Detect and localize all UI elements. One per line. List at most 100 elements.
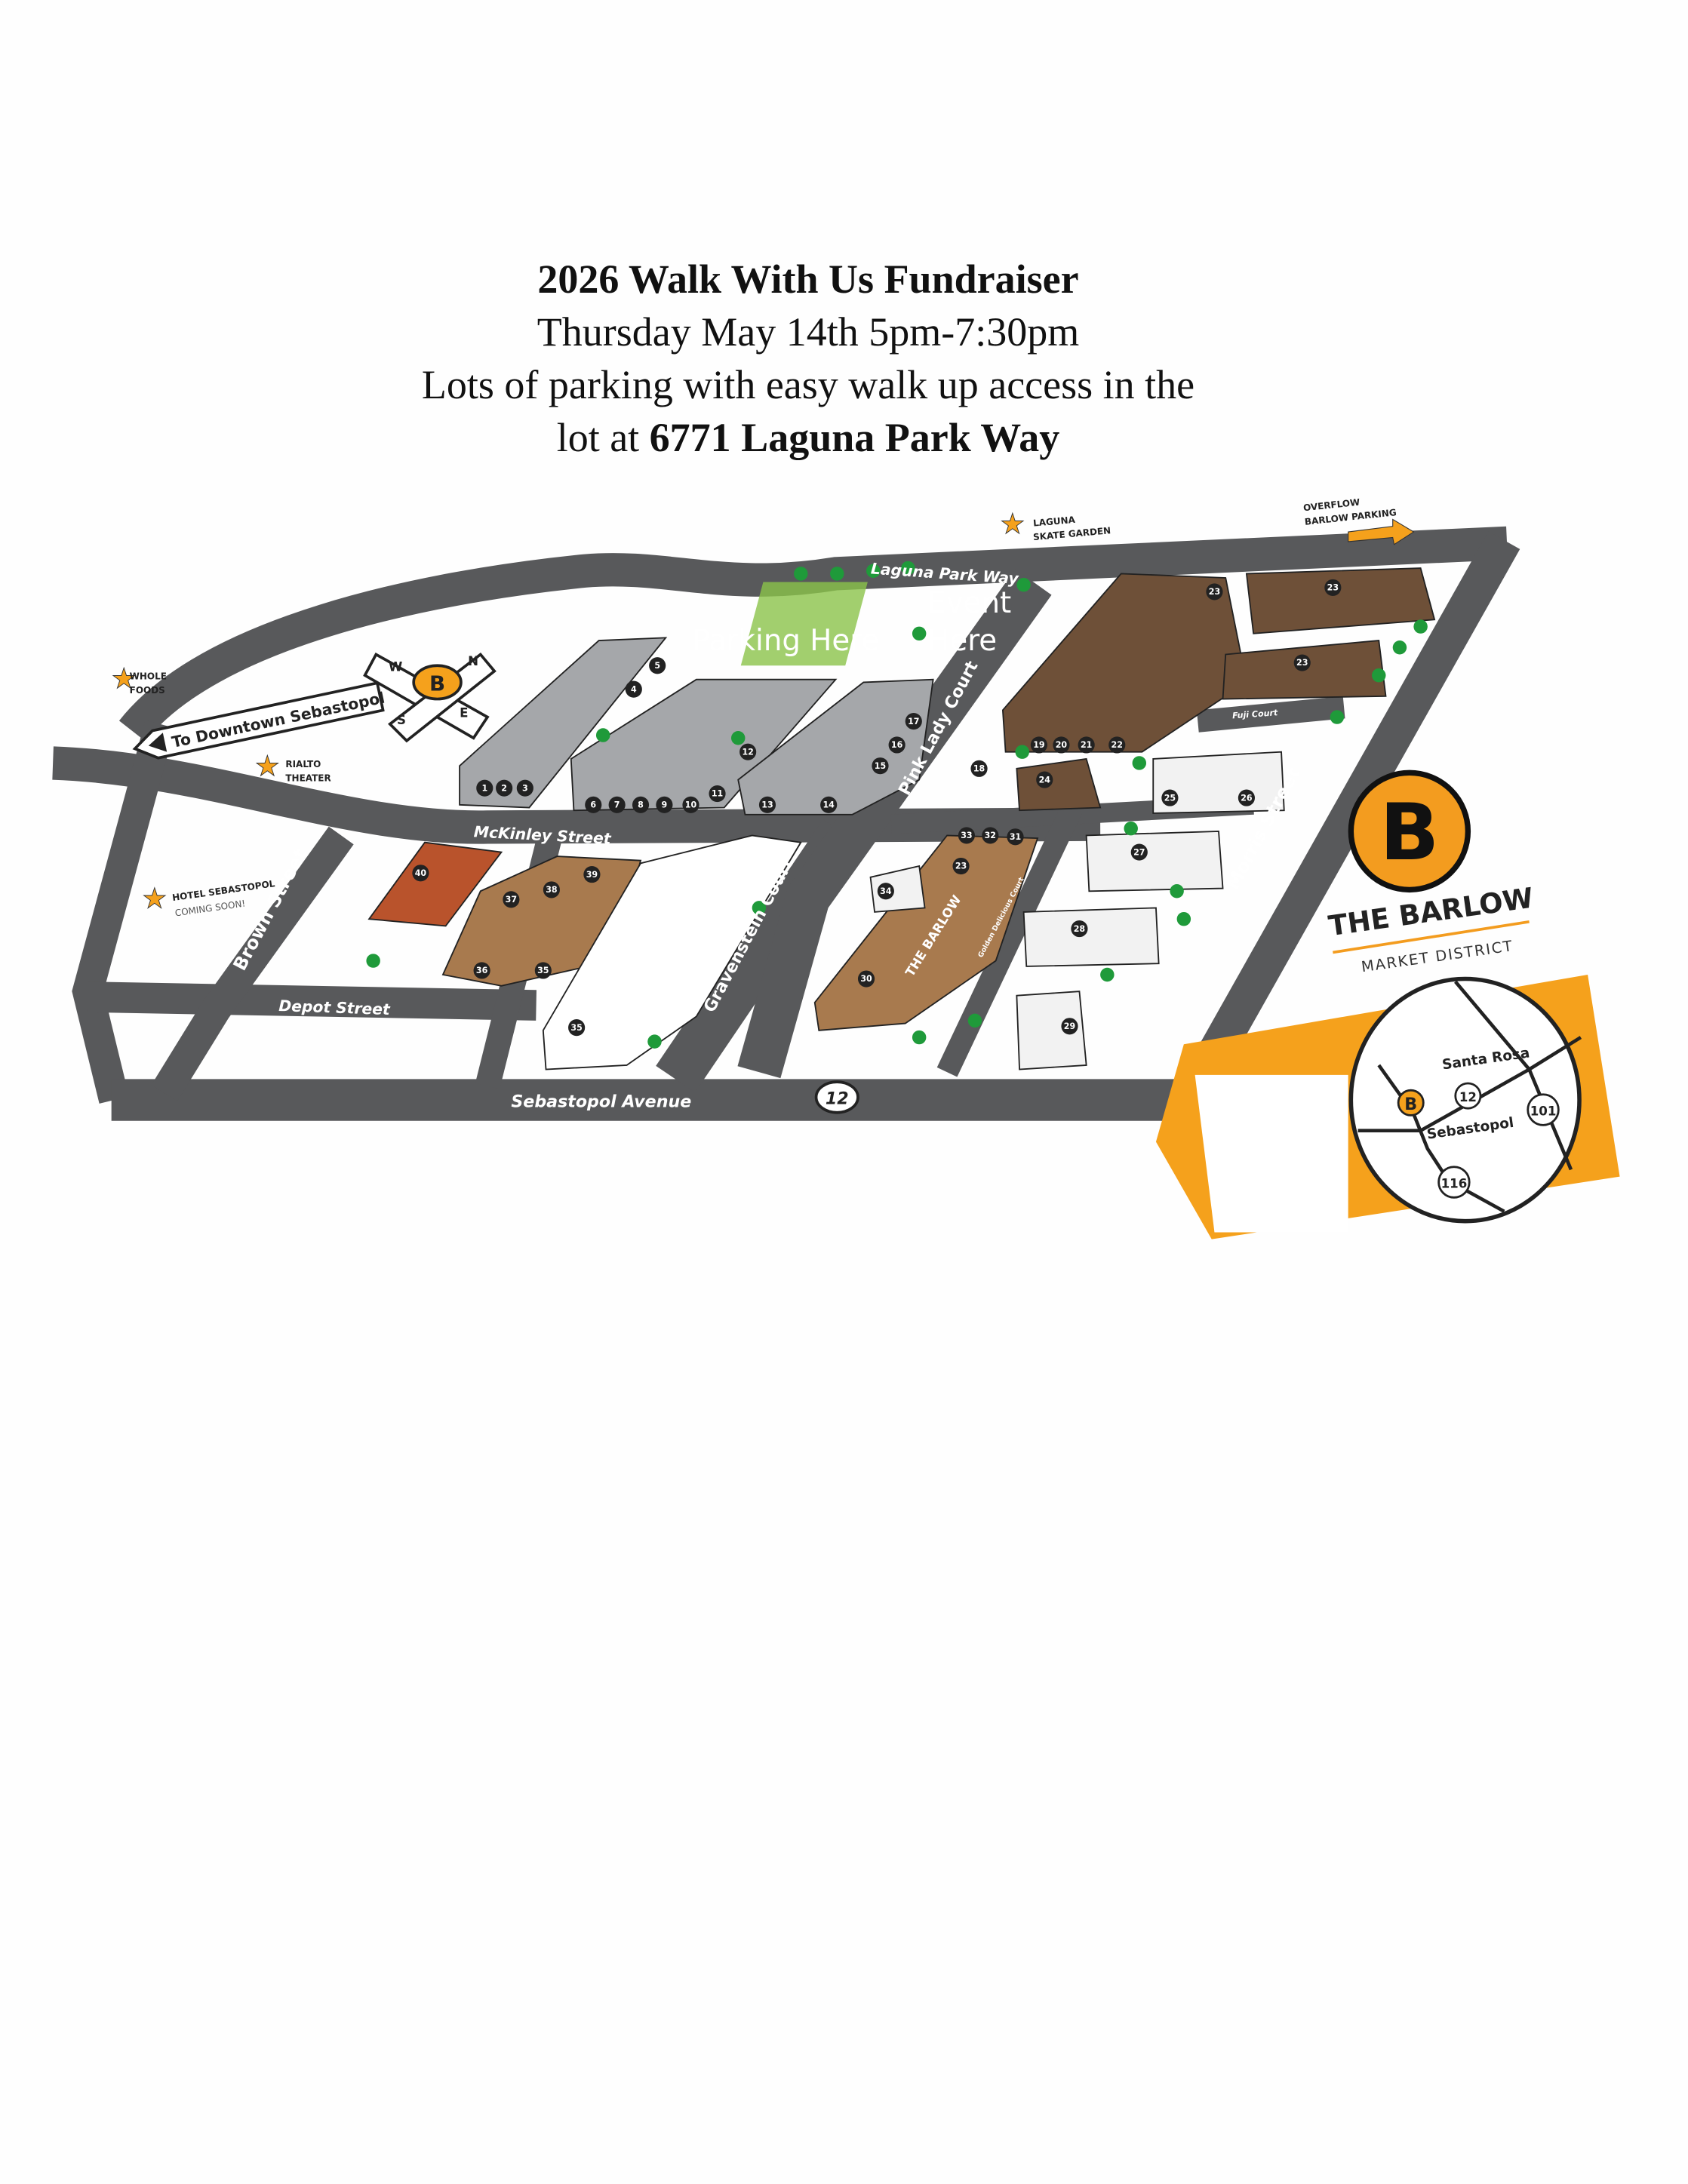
unit-number: 2 [501, 783, 507, 793]
landmark-whole-foods-2: FOODS [130, 685, 165, 696]
unit-marker: 23 [952, 857, 970, 875]
unit-number: 9 [662, 800, 668, 810]
unit-marker: 17 [905, 713, 922, 730]
unit-marker: 29 [1061, 1018, 1078, 1035]
unit-number: 37 [506, 895, 517, 905]
morris-street-road [1165, 531, 1520, 1123]
building-34 [869, 865, 926, 913]
unit-number: 15 [875, 761, 886, 771]
inset-route-116: 116 [1441, 1176, 1468, 1190]
tree-icon [830, 567, 844, 581]
landmark-overflow-1: OVERFLOW [1302, 497, 1360, 514]
unit-number: 21 [1081, 740, 1092, 750]
unit-marker: 23 [1206, 583, 1223, 601]
street-depot: Depot Street [278, 997, 391, 1018]
compass-n: N [468, 654, 478, 668]
west-road [72, 720, 175, 1104]
unit-number: 23 [1296, 658, 1308, 668]
landmark-skate-1: LAGUNA [1033, 515, 1077, 529]
star-icon: ★ [1000, 508, 1025, 539]
arrow-right-icon [1348, 518, 1415, 545]
unit-number: 7 [614, 800, 620, 810]
unit-marker: 5 [649, 657, 666, 674]
star-icon: ★ [142, 883, 167, 914]
unit-number: 26 [1241, 793, 1253, 803]
trees [366, 561, 1428, 1049]
laguna-park-way-road [118, 526, 1508, 742]
tree-icon [647, 1034, 662, 1049]
unit-marker: 37 [503, 891, 520, 908]
event-here-label-2: Here [927, 624, 997, 658]
inset-route-12: 12 [1459, 1090, 1477, 1104]
parking-here-label: Parking Here [692, 624, 879, 658]
unit-marker: 36 [473, 962, 490, 979]
unit-number: 39 [586, 870, 598, 880]
building-24 [1016, 757, 1102, 812]
unit-number: 19 [1033, 740, 1044, 750]
tree-icon [901, 561, 915, 576]
route-12-shield: 12 [814, 1080, 859, 1114]
pink-lady-court-road [737, 569, 1052, 1079]
unit-number: 34 [880, 886, 892, 896]
unit-number: 32 [985, 831, 996, 840]
unit-marker: 3 [516, 779, 533, 797]
unit-number: 17 [908, 717, 919, 726]
mckinley-street-road [52, 746, 1101, 844]
unit-number: 35 [537, 966, 549, 975]
unit-number: 24 [1039, 775, 1051, 785]
compass-e: E [460, 706, 468, 720]
star-icon: ★ [255, 751, 280, 782]
unit-number: 23 [955, 862, 967, 871]
unit-number: 23 [1209, 587, 1220, 597]
unit-marker: 4 [625, 680, 642, 698]
unit-marker: 34 [877, 883, 894, 900]
tree-icon [1124, 821, 1138, 836]
landmark-whole-foods-1: WHOLE [130, 671, 167, 682]
tree-icon [866, 564, 881, 578]
tree-icon [1132, 756, 1147, 770]
landmark-skate-2: SKATE GARDEN [1033, 525, 1111, 542]
building-long-white [542, 834, 802, 1070]
unit-marker: 8 [632, 796, 650, 813]
unit-marker: 32 [982, 827, 999, 844]
tree-icon [1100, 967, 1115, 982]
brand-name: THE BARLOW [1327, 882, 1536, 943]
address-prefix: lot at [556, 415, 650, 460]
building-1-5 [459, 637, 668, 809]
unit-number: 22 [1111, 740, 1123, 750]
route-12-label: 12 [826, 1089, 849, 1109]
unit-marker: 10 [682, 796, 699, 813]
event-title: 2026 Walk With Us Fundraiser [537, 256, 1079, 302]
unit-number: 31 [1010, 832, 1021, 842]
unit-marker: 19 [1030, 736, 1047, 754]
unit-number: 29 [1064, 1021, 1075, 1031]
tree-icon [794, 567, 808, 581]
unit-number: 1 [481, 783, 487, 793]
landmark-rialto-2: THEATER [285, 773, 331, 783]
unit-number: 16 [891, 740, 903, 750]
tree-icon [1016, 577, 1031, 592]
address-line: lot at 6771 Laguna Park Way [0, 411, 1616, 464]
unit-marker: 30 [857, 970, 875, 988]
compass-icon: B N E S W [363, 652, 497, 743]
unit-marker: 16 [888, 736, 905, 754]
unit-marker: 18 [970, 760, 988, 777]
tree-icon [912, 626, 927, 641]
building-40 [367, 841, 503, 927]
brand-tagline: MARKET DISTRICT [1361, 937, 1514, 975]
building-23-north [1245, 567, 1436, 634]
unit-number: 6 [590, 800, 596, 810]
tree-icon [1372, 668, 1386, 683]
building-13-17 [737, 678, 934, 816]
unit-number: 14 [822, 800, 835, 810]
tree-icon [730, 730, 746, 745]
unit-marker: 13 [758, 796, 776, 813]
unit-number: 38 [546, 885, 558, 895]
unit-marker: 39 [583, 866, 601, 883]
building-6-12 [570, 678, 838, 812]
tree-icon [1413, 619, 1428, 634]
unit-marker: 9 [656, 796, 673, 813]
tree-icon [1176, 911, 1191, 926]
